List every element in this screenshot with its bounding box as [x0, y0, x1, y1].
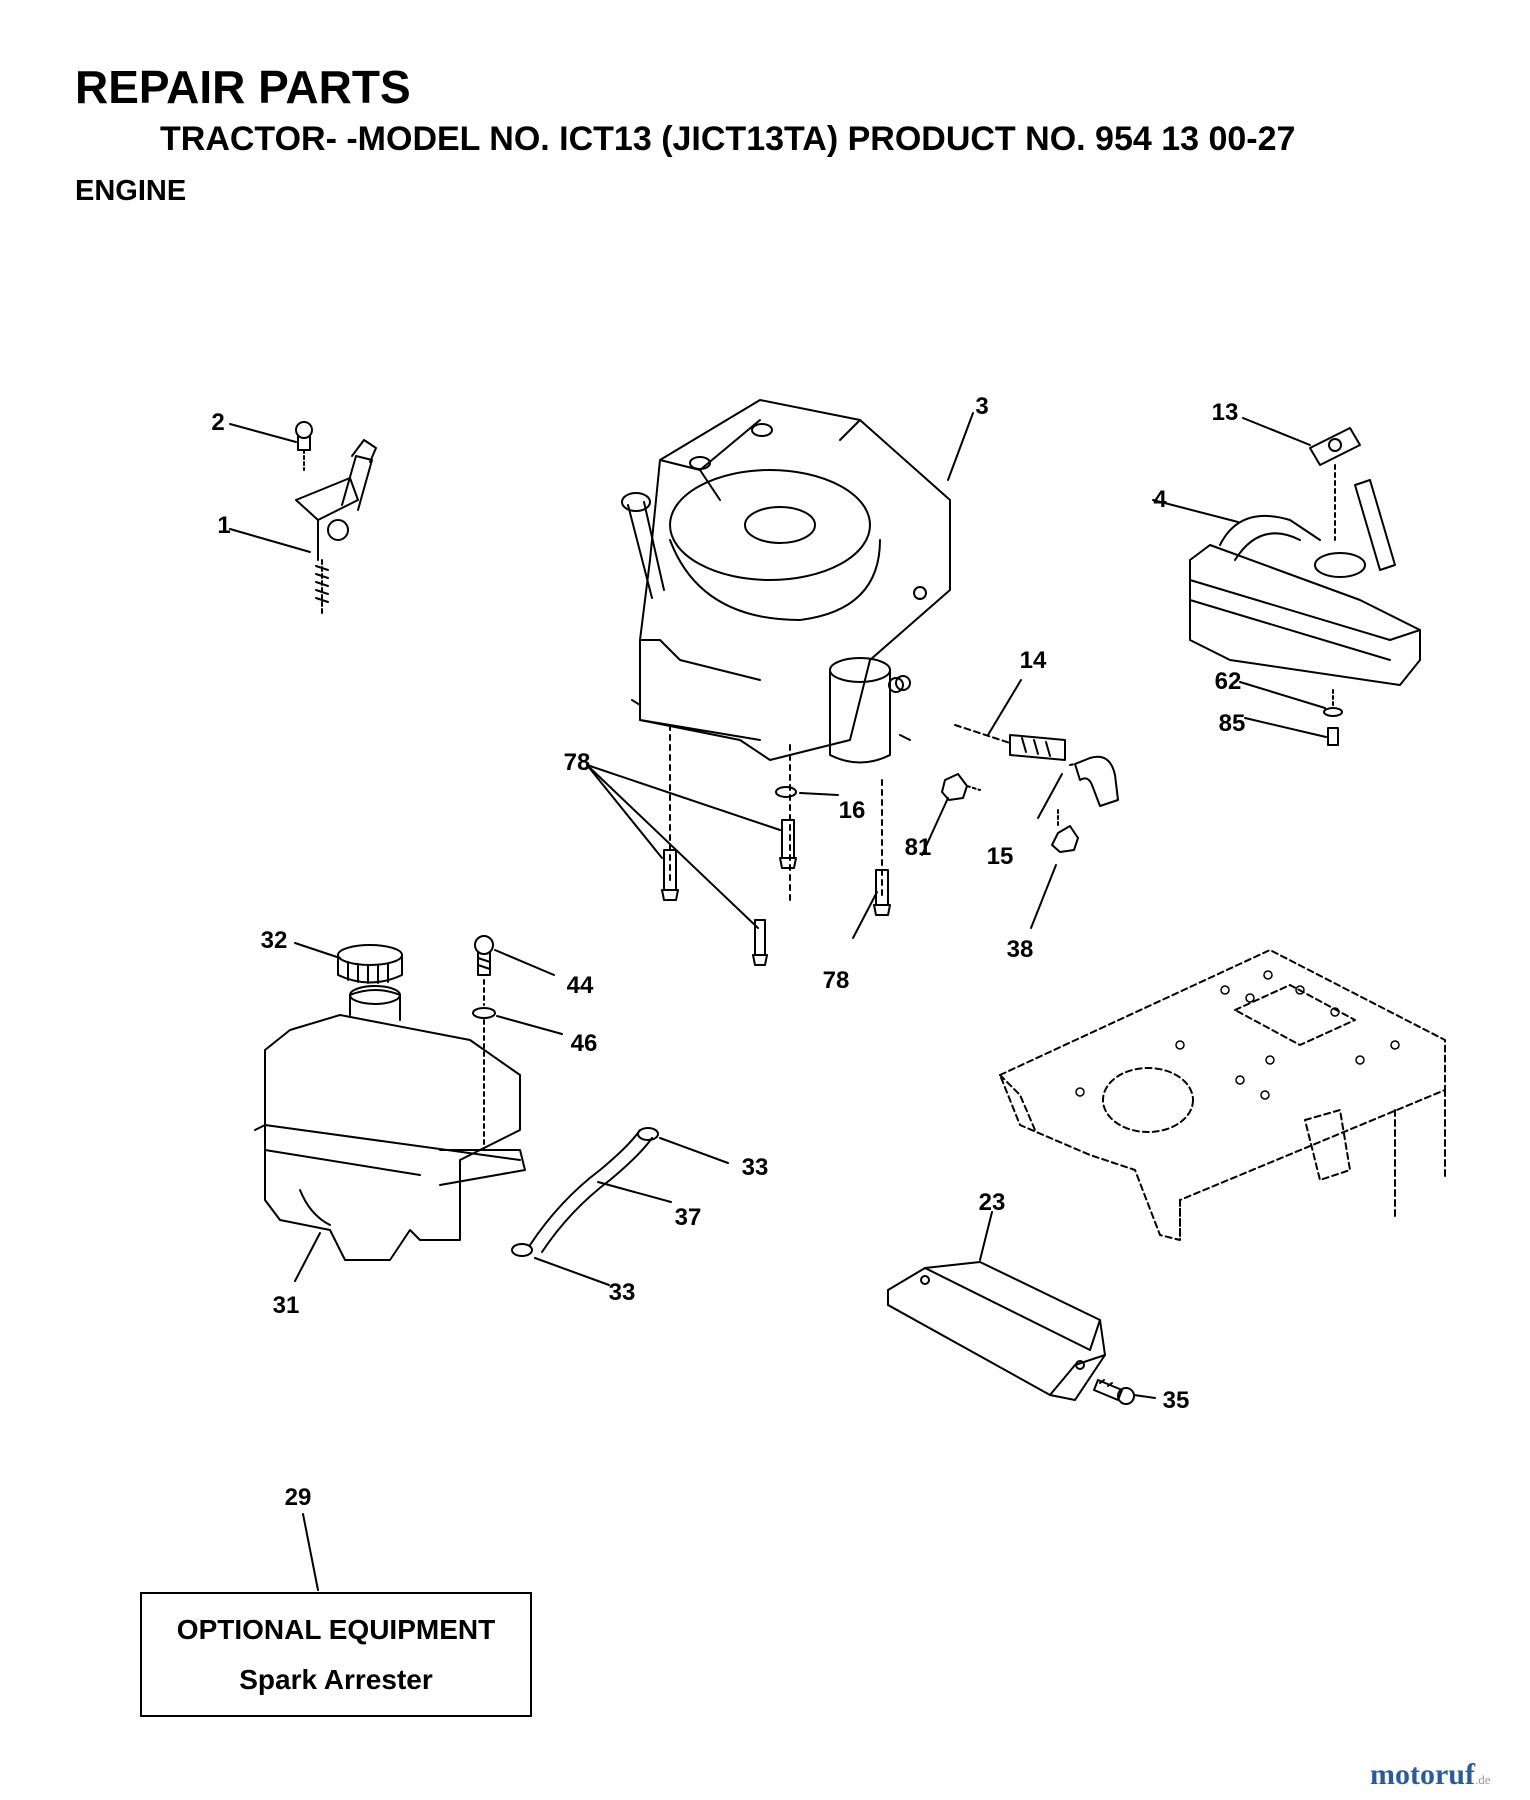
- callout-37: 37: [675, 1204, 702, 1231]
- callout-35: 35: [1163, 1387, 1190, 1414]
- optional-equipment-box: OPTIONAL EQUIPMENT Spark Arrester: [140, 1592, 532, 1717]
- callout-13: 13: [1212, 399, 1239, 426]
- callout-15: 15: [987, 843, 1014, 870]
- callout-85: 85: [1219, 710, 1246, 737]
- callout-78-group: 78: [564, 749, 591, 776]
- callout-16: 16: [839, 797, 866, 824]
- callout-31: 31: [273, 1292, 300, 1319]
- muffler-part: [1189, 427, 1421, 746]
- callout-78: 78: [823, 967, 850, 994]
- watermark-logo: motoruf.de: [1370, 1758, 1491, 1792]
- optional-equipment-item: Spark Arrester: [239, 1664, 433, 1695]
- model-subtitle: TRACTOR- -MODEL NO. ICT13 (JICT13TA) PRO…: [160, 120, 1296, 158]
- callout-32: 32: [261, 927, 288, 954]
- watermark-brand: motoruf: [1370, 1758, 1475, 1791]
- optional-equipment-heading: OPTIONAL EQUIPMENT: [176, 1614, 496, 1645]
- engine-part: [621, 399, 951, 901]
- tractor-frame-part: [999, 949, 1446, 1241]
- section-heading: ENGINE: [75, 175, 187, 207]
- callout-29: 29: [285, 1484, 312, 1511]
- callout-1: 1: [217, 512, 230, 539]
- callout-33-lower: 33: [609, 1279, 636, 1306]
- exhaust-pipe-part: [895, 675, 1119, 853]
- callout-62: 62: [1215, 668, 1242, 695]
- watermark-suffix: .de: [1474, 1772, 1491, 1787]
- page-title: REPAIR PARTS: [75, 61, 411, 113]
- callout-44: 44: [567, 972, 594, 999]
- callout-23: 23: [979, 1189, 1006, 1216]
- fuel-line-part: [511, 1127, 659, 1257]
- fuel-tank-part: [254, 935, 526, 1261]
- leader-lines: [229, 412, 1327, 1591]
- callout-labels: 2 1 3 13 4 14 62 85 78 16 81 15 38 78 32…: [211, 393, 1245, 1511]
- callout-33-upper: 33: [742, 1154, 769, 1181]
- heat-shield-part: [887, 1261, 1135, 1405]
- callout-38: 38: [1007, 936, 1034, 963]
- throttle-control-part: [295, 421, 377, 616]
- callout-46: 46: [571, 1030, 598, 1057]
- callout-2: 2: [211, 409, 224, 436]
- callout-14: 14: [1020, 647, 1047, 674]
- callout-3: 3: [975, 393, 988, 420]
- callout-81: 81: [905, 834, 932, 861]
- frame-holes: [1075, 970, 1400, 1100]
- callout-4: 4: [1153, 486, 1167, 513]
